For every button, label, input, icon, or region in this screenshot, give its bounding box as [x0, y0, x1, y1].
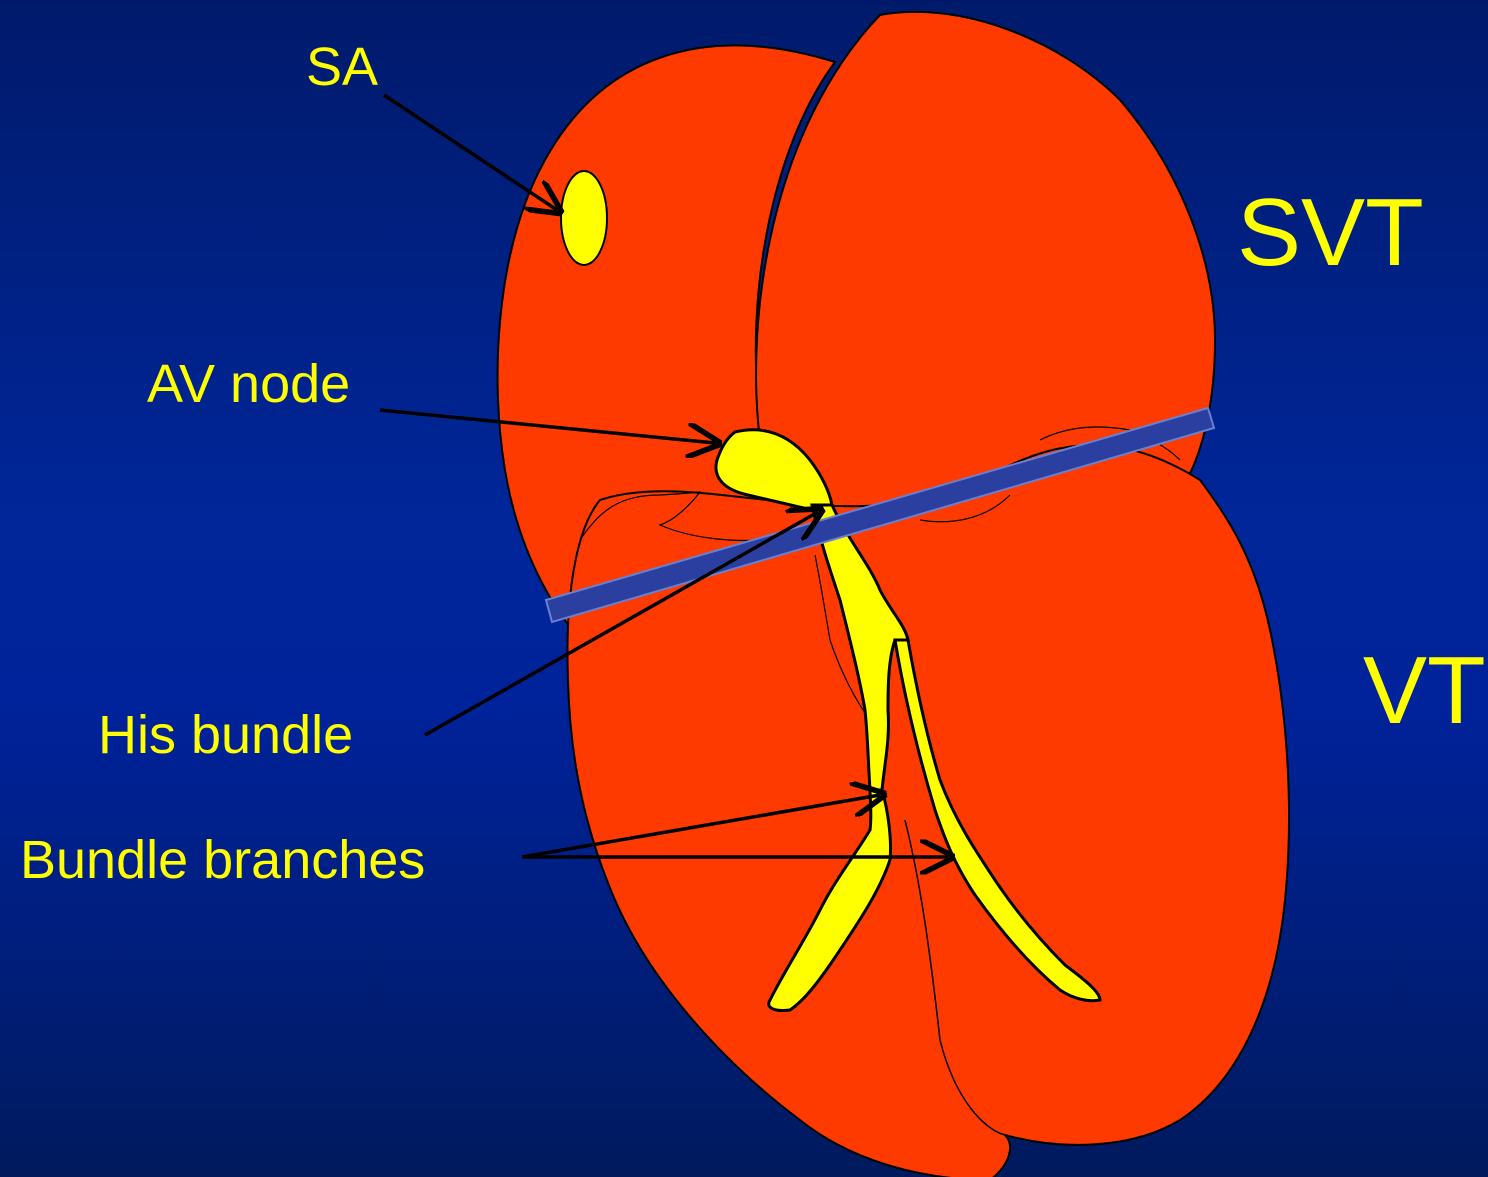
- sa-node: [561, 171, 607, 265]
- arrow-sa: [384, 95, 557, 210]
- label-av-node: AV node: [147, 357, 350, 411]
- label-bundle-branches: Bundle branches: [20, 833, 425, 887]
- label-his-bundle: His bundle: [98, 708, 353, 762]
- label-vt: VT: [1363, 643, 1486, 739]
- heart-ventricles: [567, 445, 1289, 1177]
- label-svt: SVT: [1237, 185, 1424, 281]
- label-sa: SA: [306, 40, 378, 94]
